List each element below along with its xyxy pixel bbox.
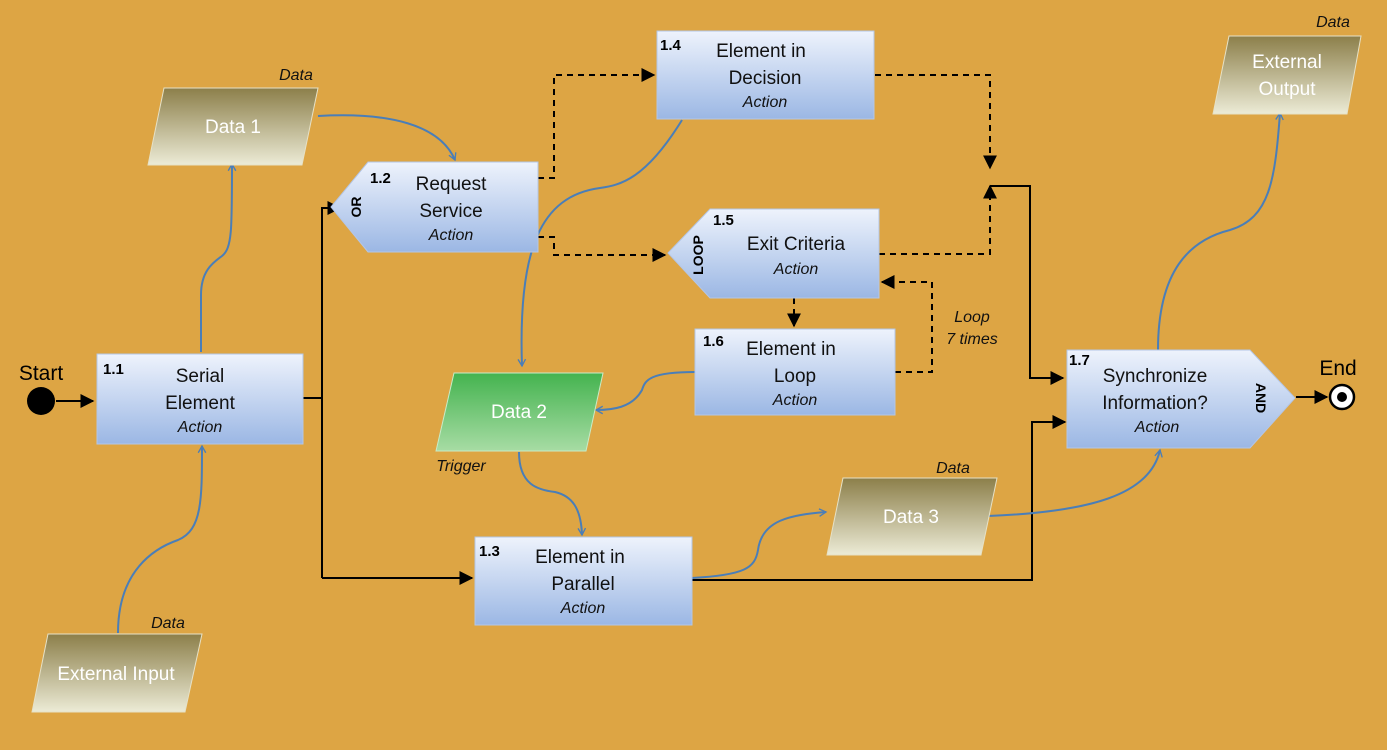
data-note: Data [279,67,313,84]
end-terminal: End [1319,357,1357,411]
data-data3[interactable]: Data 3 Data [826,460,998,556]
gate-label: AND [1253,383,1269,413]
action-type: Action [428,227,474,244]
data-data2[interactable]: Data 2 Trigger [435,372,604,475]
data-label: Data 2 [491,402,547,423]
action-title-line: Information? [1102,393,1208,414]
dataflow-data2-to-1-3 [518,451,587,537]
action-1-6[interactable]: 1.6 Element in Loop Action [694,328,896,416]
data-note: Data [936,460,970,477]
action-type: Action [773,261,819,278]
data-external-output[interactable]: External Output Data [1212,14,1362,115]
action-title-line: Synchronize [1103,366,1208,387]
action-title-line: Exit Criteria [747,234,846,255]
start-terminal: Start [19,362,64,415]
action-type: Action [742,94,788,111]
action-title-line: Element [165,393,235,414]
action-type: Action [1134,419,1180,436]
data-note: Data [151,615,185,632]
action-title-line: Loop [774,366,816,387]
action-title-line: Serial [176,366,225,387]
flow-1-2-to-1-4 [538,68,656,179]
data-label: External Input [57,664,175,685]
dataflow-1-7-to-ext-output [1157,111,1284,351]
flow-split-to-1-2 [321,201,342,578]
flow-1-4-to-merge [875,74,997,170]
dataflow-1-6-to-data2 [594,371,696,415]
flow-1-3-to-1-7 [692,415,1067,581]
action-id: 1.6 [703,333,724,350]
action-id: 1.3 [479,543,500,560]
action-title-line: Element in [746,339,836,360]
action-1-7[interactable]: 1.7 AND Synchronize Information? Action [1066,349,1296,449]
loop-note-line: Loop [954,309,990,326]
data-note: Trigger [436,458,486,475]
action-title-line: Element in [716,41,806,62]
flow-merge-to-1-7 [990,185,1065,385]
data-flows [117,111,1284,634]
dataflow-data3-to-1-7 [987,448,1163,517]
dataflow-ext-input-to-1-1 [117,444,207,634]
loop-annotation: Loop 7 times [946,309,998,348]
flow-loop-back [880,275,933,373]
dataflow-1-4-to-data2 [517,119,683,368]
start-label: Start [19,362,64,385]
action-title-line: Service [419,201,482,222]
action-id: 1.2 [370,170,391,187]
dataflow-1-1-to-data1 [200,162,237,352]
action-id: 1.5 [713,212,734,229]
action-type: Action [177,419,223,436]
flow-1-5-to-merge [879,184,997,255]
action-1-1[interactable]: 1.1 Serial Element Action [96,353,304,445]
action-id: 1.4 [660,37,682,54]
action-1-3[interactable]: 1.3 Element in Parallel Action [474,536,693,626]
dataflow-1-3-to-data3 [691,508,828,579]
data-note: Data [1316,14,1350,31]
end-node-core [1337,392,1347,402]
dataflow-data1-to-1-2 [317,114,457,162]
data-label: Output [1258,79,1316,100]
action-1-2[interactable]: 1.2 OR Request Service Action [330,161,539,253]
action-type: Action [560,600,606,617]
action-title-line: Request [416,174,487,195]
action-title-line: Element in [535,547,625,568]
data-external-input[interactable]: External Input Data [31,615,203,713]
start-node [27,387,55,415]
gate-label: LOOP [690,235,706,275]
control-flows [56,68,1329,585]
data-data1[interactable]: Data 1 Data [147,67,319,166]
action-title-line: Parallel [551,574,614,595]
action-type: Action [772,392,818,409]
data-label: Data 1 [205,117,261,138]
flow-1-2-to-1-5 [538,236,667,262]
loop-note-line: 7 times [946,331,998,348]
action-title-line: Decision [729,68,802,89]
data-label: External [1252,52,1322,73]
action-id: 1.1 [103,361,124,378]
action-1-4[interactable]: 1.4 Element in Decision Action [656,30,875,120]
gate-label: OR [348,197,364,218]
action-id: 1.7 [1069,352,1090,369]
action-1-5[interactable]: 1.5 LOOP Exit Criteria Action [667,208,880,299]
data-label: Data 3 [883,507,939,528]
end-label: End [1319,357,1356,380]
